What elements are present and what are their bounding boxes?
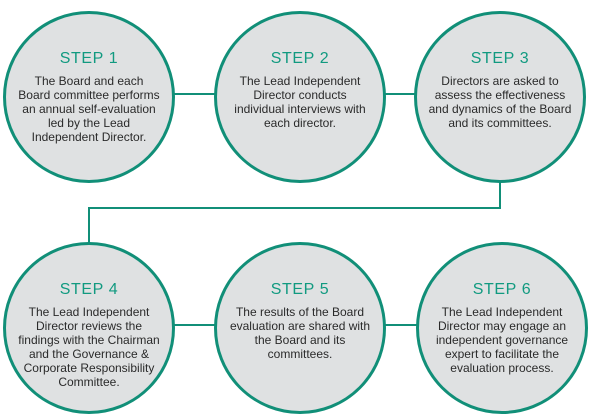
step-5-title: STEP 5 xyxy=(270,281,330,298)
step-6-circle: STEP 6 The Lead Independent Director may… xyxy=(416,242,588,414)
step-2-title: STEP 2 xyxy=(270,50,330,67)
step-5-circle: STEP 5 The results of the Board evaluati… xyxy=(214,242,386,414)
step-4-circle: STEP 4 The Lead Independent Director rev… xyxy=(3,242,175,414)
step-2-circle: STEP 2 The Lead Independent Director con… xyxy=(214,11,386,183)
step-3-circle: STEP 3 Directors are asked to assess the… xyxy=(414,11,586,183)
step-4-title: STEP 4 xyxy=(59,281,119,298)
step-5-description: The results of the Board evaluation are … xyxy=(229,305,371,361)
step-1-title: STEP 1 xyxy=(59,50,119,67)
step-2-description: The Lead Independent Director conducts i… xyxy=(234,74,366,130)
step-6-title: STEP 6 xyxy=(472,281,532,298)
step-1-description: The Board and each Board committee perfo… xyxy=(18,74,160,144)
step-3-title: STEP 3 xyxy=(470,50,530,67)
step-4-description: The Lead Independent Director reviews th… xyxy=(18,305,160,389)
step-6-description: The Lead Independent Director may engage… xyxy=(435,305,569,375)
step-3-description: Directors are asked to assess the effect… xyxy=(428,74,572,130)
connector-3-4 xyxy=(88,182,501,244)
step-1-circle: STEP 1 The Board and each Board committe… xyxy=(3,11,175,183)
